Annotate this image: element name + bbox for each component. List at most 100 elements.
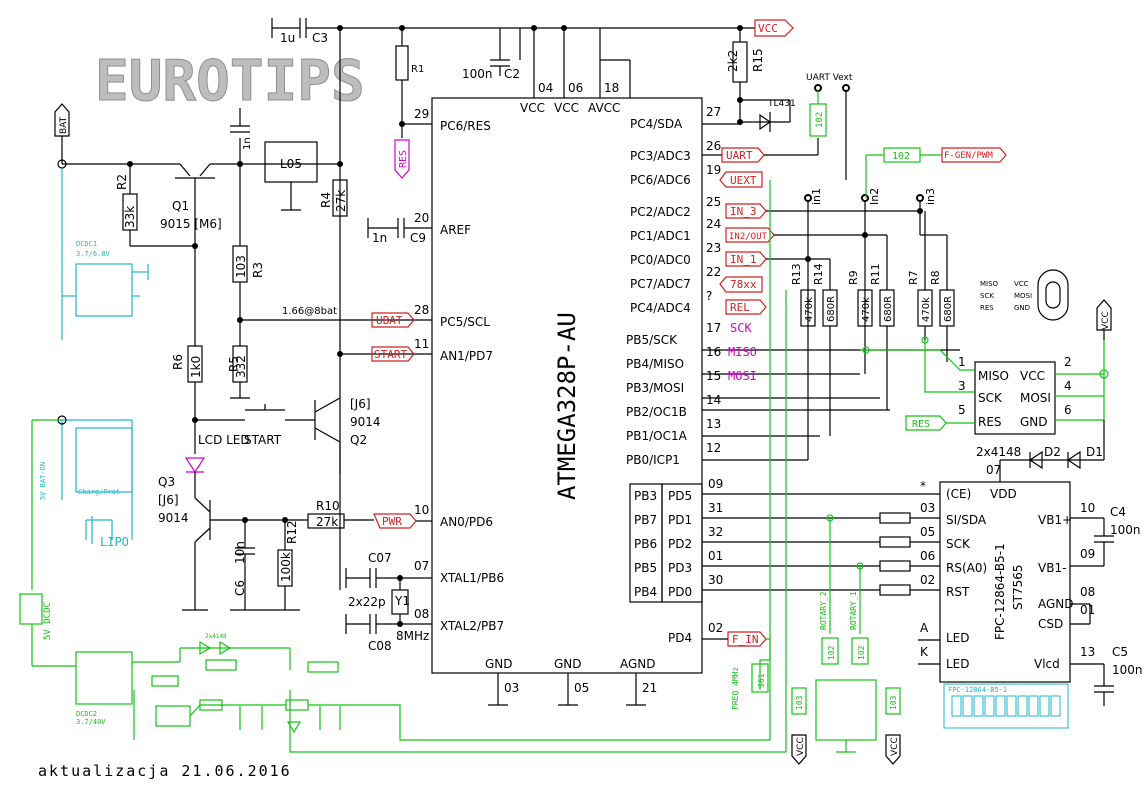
svg-text:09: 09 [708, 477, 723, 491]
svg-text:Y1: Y1 [394, 594, 410, 608]
svg-text:2x4148: 2x4148 [976, 445, 1021, 459]
svg-text:GND: GND [554, 657, 582, 671]
svg-text:(CE): (CE) [946, 487, 971, 501]
svg-text:3.7/6.8V: 3.7/6.8V [76, 250, 111, 258]
svg-text:In2: In2 [868, 188, 881, 205]
svg-text:RES: RES [912, 419, 930, 430]
svg-text:UBAT: UBAT [376, 314, 403, 327]
svg-text:14: 14 [706, 393, 721, 407]
svg-text:PB4: PB4 [634, 585, 657, 599]
svg-text:PB7: PB7 [634, 513, 657, 527]
svg-text:27: 27 [706, 105, 721, 119]
svg-text:PC5/SCL: PC5/SCL [440, 315, 490, 329]
svg-text:4: 4 [1064, 379, 1072, 393]
svg-text:2x4148: 2x4148 [205, 633, 227, 640]
svg-text:R12: R12 [285, 520, 299, 544]
svg-text:GND: GND [485, 657, 513, 671]
svg-text:ROTARY_1: ROTARY_1 [849, 591, 858, 630]
svg-text:5V BAT-ON: 5V BAT-ON [39, 462, 47, 500]
svg-text:PC6/RES: PC6/RES [440, 119, 491, 133]
eurotips-logo: EUROTIPS [95, 49, 365, 114]
svg-text:15: 15 [706, 369, 721, 383]
svg-text:in1: in1 [810, 188, 823, 205]
svg-text:AREF: AREF [440, 223, 471, 237]
c2-value: 100n [462, 67, 493, 81]
svg-text:BAT: BAT [59, 116, 69, 134]
svg-text:[J6]: [J6] [350, 397, 371, 411]
svg-text:361: 361 [757, 673, 766, 688]
c3-value: 1u [280, 31, 295, 45]
svg-text:C4: C4 [1110, 505, 1126, 519]
svg-text:02: 02 [708, 621, 723, 635]
svg-text:FPC-12864-B5-1: FPC-12864-B5-1 [993, 543, 1007, 640]
svg-text:PD1: PD1 [668, 513, 692, 527]
svg-text:MOSI: MOSI [728, 369, 757, 383]
footer-date: aktualizacja 21.06.2016 [38, 762, 292, 780]
svg-text:332: 332 [234, 355, 248, 378]
svg-text:PB1/OC1A: PB1/OC1A [626, 429, 688, 443]
svg-text:23: 23 [706, 241, 721, 255]
svg-text:FPC-12864-B5-1: FPC-12864-B5-1 [948, 686, 1007, 694]
svg-text:03: 03 [920, 501, 935, 515]
r15-label: R15 [751, 48, 765, 72]
svg-text:R8: R8 [929, 270, 942, 285]
svg-text:ROTARY_2: ROTARY_2 [819, 591, 828, 630]
svg-text:TL431: TL431 [767, 99, 796, 109]
svg-text:CSD: CSD [1038, 617, 1063, 631]
svg-text:103: 103 [234, 255, 248, 278]
svg-text:AN0/PD6: AN0/PD6 [440, 515, 493, 529]
svg-text:PC6/ADC6: PC6/ADC6 [630, 173, 691, 187]
svg-text:1.66@8bat: 1.66@8bat [282, 306, 337, 317]
svg-text:SCK: SCK [978, 391, 1003, 405]
svg-text:XTAL2/PB7: XTAL2/PB7 [440, 619, 504, 633]
svg-text:02: 02 [920, 573, 935, 587]
svg-text:102: 102 [815, 112, 825, 128]
svg-text:09: 09 [1080, 547, 1095, 561]
vcc-rail [271, 18, 755, 590]
svg-text:32: 32 [708, 525, 723, 539]
svg-text:08: 08 [1080, 585, 1095, 599]
svg-text:26: 26 [706, 139, 721, 153]
diodes-d1-d2: 2x4148 D2 D1 07 * [920, 420, 1105, 493]
svg-text:01: 01 [708, 549, 723, 563]
svg-text:1: 1 [958, 355, 966, 369]
svg-text:470k: 470k [921, 297, 932, 322]
svg-text:UART: UART [726, 149, 753, 162]
svg-text:R2: R2 [115, 174, 129, 190]
svg-text:11: 11 [414, 337, 429, 351]
svg-text:PB3/MOSI: PB3/MOSI [626, 381, 684, 395]
svg-text:5V DCDC: 5V DCDC [43, 602, 53, 640]
svg-text:MOSI: MOSI [1020, 391, 1051, 405]
svg-text:LCD LED: LCD LED [198, 433, 250, 447]
svg-text:C9: C9 [410, 231, 426, 245]
svg-text:SCK: SCK [980, 292, 994, 300]
svg-text:78xx: 78xx [730, 278, 757, 291]
svg-text:SCK: SCK [730, 321, 752, 335]
mcu-top-pins: VCC VCC AVCC 04 06 18 [520, 81, 620, 115]
svg-text:VCC: VCC [796, 737, 806, 756]
svg-text:RES: RES [978, 415, 1002, 429]
svg-text:10: 10 [1080, 501, 1095, 515]
svg-text:13: 13 [1080, 645, 1095, 659]
dcdc2-section: 5V DCDC DCDC2 3.7/40V 2x4148 [19, 180, 787, 753]
svg-text:PC1/ADC1: PC1/ADC1 [630, 229, 691, 243]
svg-text:MISO: MISO [728, 345, 757, 359]
mcu-port-bus: PB3 PB7 PB6 PB5 PB4 PD5 PD1 PD2 PD3 PD0 … [629, 477, 940, 603]
svg-text:31: 31 [708, 501, 723, 515]
svg-text:680R: 680R [883, 296, 894, 322]
svg-text:100n: 100n [1112, 663, 1143, 677]
svg-text:PB5: PB5 [634, 561, 657, 575]
svg-text:102: 102 [827, 645, 836, 660]
svg-text:VCC: VCC [554, 101, 579, 115]
svg-text:30: 30 [708, 573, 723, 587]
svg-text:LIPO: LIPO [100, 535, 129, 549]
svg-text:PC0/ADC0: PC0/ADC0 [630, 253, 691, 267]
svg-text:R7: R7 [907, 270, 920, 285]
svg-text:22: 22 [706, 265, 721, 279]
svg-text:07: 07 [414, 559, 429, 573]
svg-text:100n: 100n [1110, 523, 1141, 537]
battery-section: BAT DCDC1 3.7/6.8V Charg/Prot LIPO 5V BA… [39, 103, 149, 549]
svg-text:1n: 1n [372, 231, 387, 245]
svg-text:K: K [920, 645, 929, 659]
